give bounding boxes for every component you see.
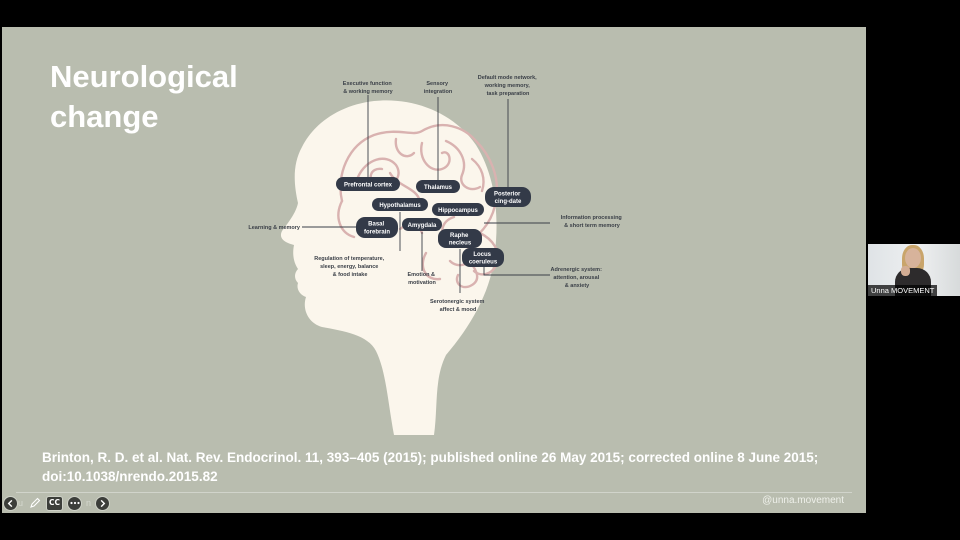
slide-title: Neurological change bbox=[50, 57, 310, 137]
svg-text:Prefrontal cortex: Prefrontal cortex bbox=[344, 183, 393, 189]
label-adrenergic-system: Adrenergic system: attention, arousal & … bbox=[551, 267, 604, 289]
connector-lines bbox=[302, 95, 550, 293]
region-thalamus: Thalamus bbox=[416, 180, 460, 193]
region-hypothalamus: Hypothalamus bbox=[372, 198, 428, 211]
arrow-left-icon[interactable] bbox=[3, 495, 18, 511]
region-pills: Prefrontal cortex Thalamus Posterior cin… bbox=[336, 177, 531, 267]
region-amygdala: Amygdala bbox=[402, 218, 442, 231]
slide-divider bbox=[16, 492, 852, 493]
captions-button[interactable]: CC bbox=[46, 495, 64, 511]
participant-name: Unna MOVEMENT bbox=[868, 285, 938, 296]
svg-text:Hypothalamus: Hypothalamus bbox=[379, 203, 421, 209]
svg-text:Amygdala: Amygdala bbox=[408, 223, 437, 229]
svg-text:Locus coeruleus: Locus coeruleus bbox=[469, 252, 498, 266]
arrow-right-icon[interactable] bbox=[95, 495, 111, 511]
label-executive-function: Executive function & working memory bbox=[343, 81, 394, 95]
citation: Brinton, R. D. et al. Nat. Rev. Endocrin… bbox=[42, 448, 842, 486]
presentation-controls: u CC n bbox=[3, 495, 111, 511]
svg-text:Posterior cing-date: Posterior cing-date bbox=[494, 192, 522, 206]
brain-diagram: Executive function & working memory Sens… bbox=[248, 75, 624, 435]
label-learning-memory: Learning & memory bbox=[248, 225, 301, 231]
label-serotonergic-system: Serotonergic system affect & mood bbox=[430, 299, 486, 313]
label-sensory-integration: Sensory integration bbox=[424, 81, 453, 95]
region-posterior-cingulate: Posterior cing-date bbox=[485, 187, 531, 207]
slide-title-line1: Neurological bbox=[50, 59, 238, 94]
function-labels: Executive function & working memory Sens… bbox=[248, 75, 624, 313]
head-silhouette bbox=[280, 100, 497, 435]
social-handle: @unna.movement bbox=[762, 495, 844, 506]
label-information-processing: Information processing & short term memo… bbox=[561, 215, 624, 229]
controls-label-end: n bbox=[86, 498, 92, 508]
citation-line2: doi:10.1038/nrendo.2015.82 bbox=[42, 469, 218, 484]
svg-text:Hippocampus: Hippocampus bbox=[438, 208, 478, 214]
region-basal-forebrain: Basal forebrain bbox=[356, 217, 398, 238]
presentation-slide: Neurological change bbox=[2, 27, 866, 513]
svg-text:Raphe necleus: Raphe necleus bbox=[449, 233, 472, 247]
label-regulation: Regulation of temperature, sleep, energy… bbox=[314, 256, 386, 278]
label-emotion-motivation: Emotion & motivation bbox=[407, 272, 436, 286]
region-prefrontal-cortex: Prefrontal cortex bbox=[336, 177, 400, 191]
region-raphe-nucleus: Raphe necleus bbox=[438, 229, 482, 248]
participant-hand bbox=[901, 266, 910, 276]
region-locus-coeruleus: Locus coeruleus bbox=[462, 248, 504, 267]
citation-line1: Brinton, R. D. et al. Nat. Rev. Endocrin… bbox=[42, 450, 819, 465]
slide-title-line2: change bbox=[50, 99, 159, 134]
more-icon[interactable] bbox=[67, 495, 83, 511]
svg-text:Basal forebrain: Basal forebrain bbox=[364, 222, 390, 236]
participant-face bbox=[905, 248, 921, 268]
pen-icon[interactable] bbox=[27, 496, 42, 511]
label-default-mode-network: Default mode network, working memory, ta… bbox=[478, 75, 539, 97]
region-hippocampus: Hippocampus bbox=[432, 203, 484, 216]
participant-video-tile[interactable]: Unna MOVEMENT bbox=[868, 244, 960, 296]
svg-text:Thalamus: Thalamus bbox=[424, 185, 453, 191]
controls-label-start: u bbox=[18, 498, 24, 508]
